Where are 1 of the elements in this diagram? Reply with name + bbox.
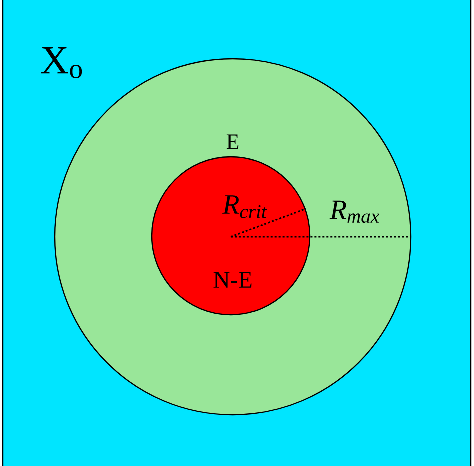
radius-label: R$_{crit}$ bbox=[222, 196, 268, 218]
